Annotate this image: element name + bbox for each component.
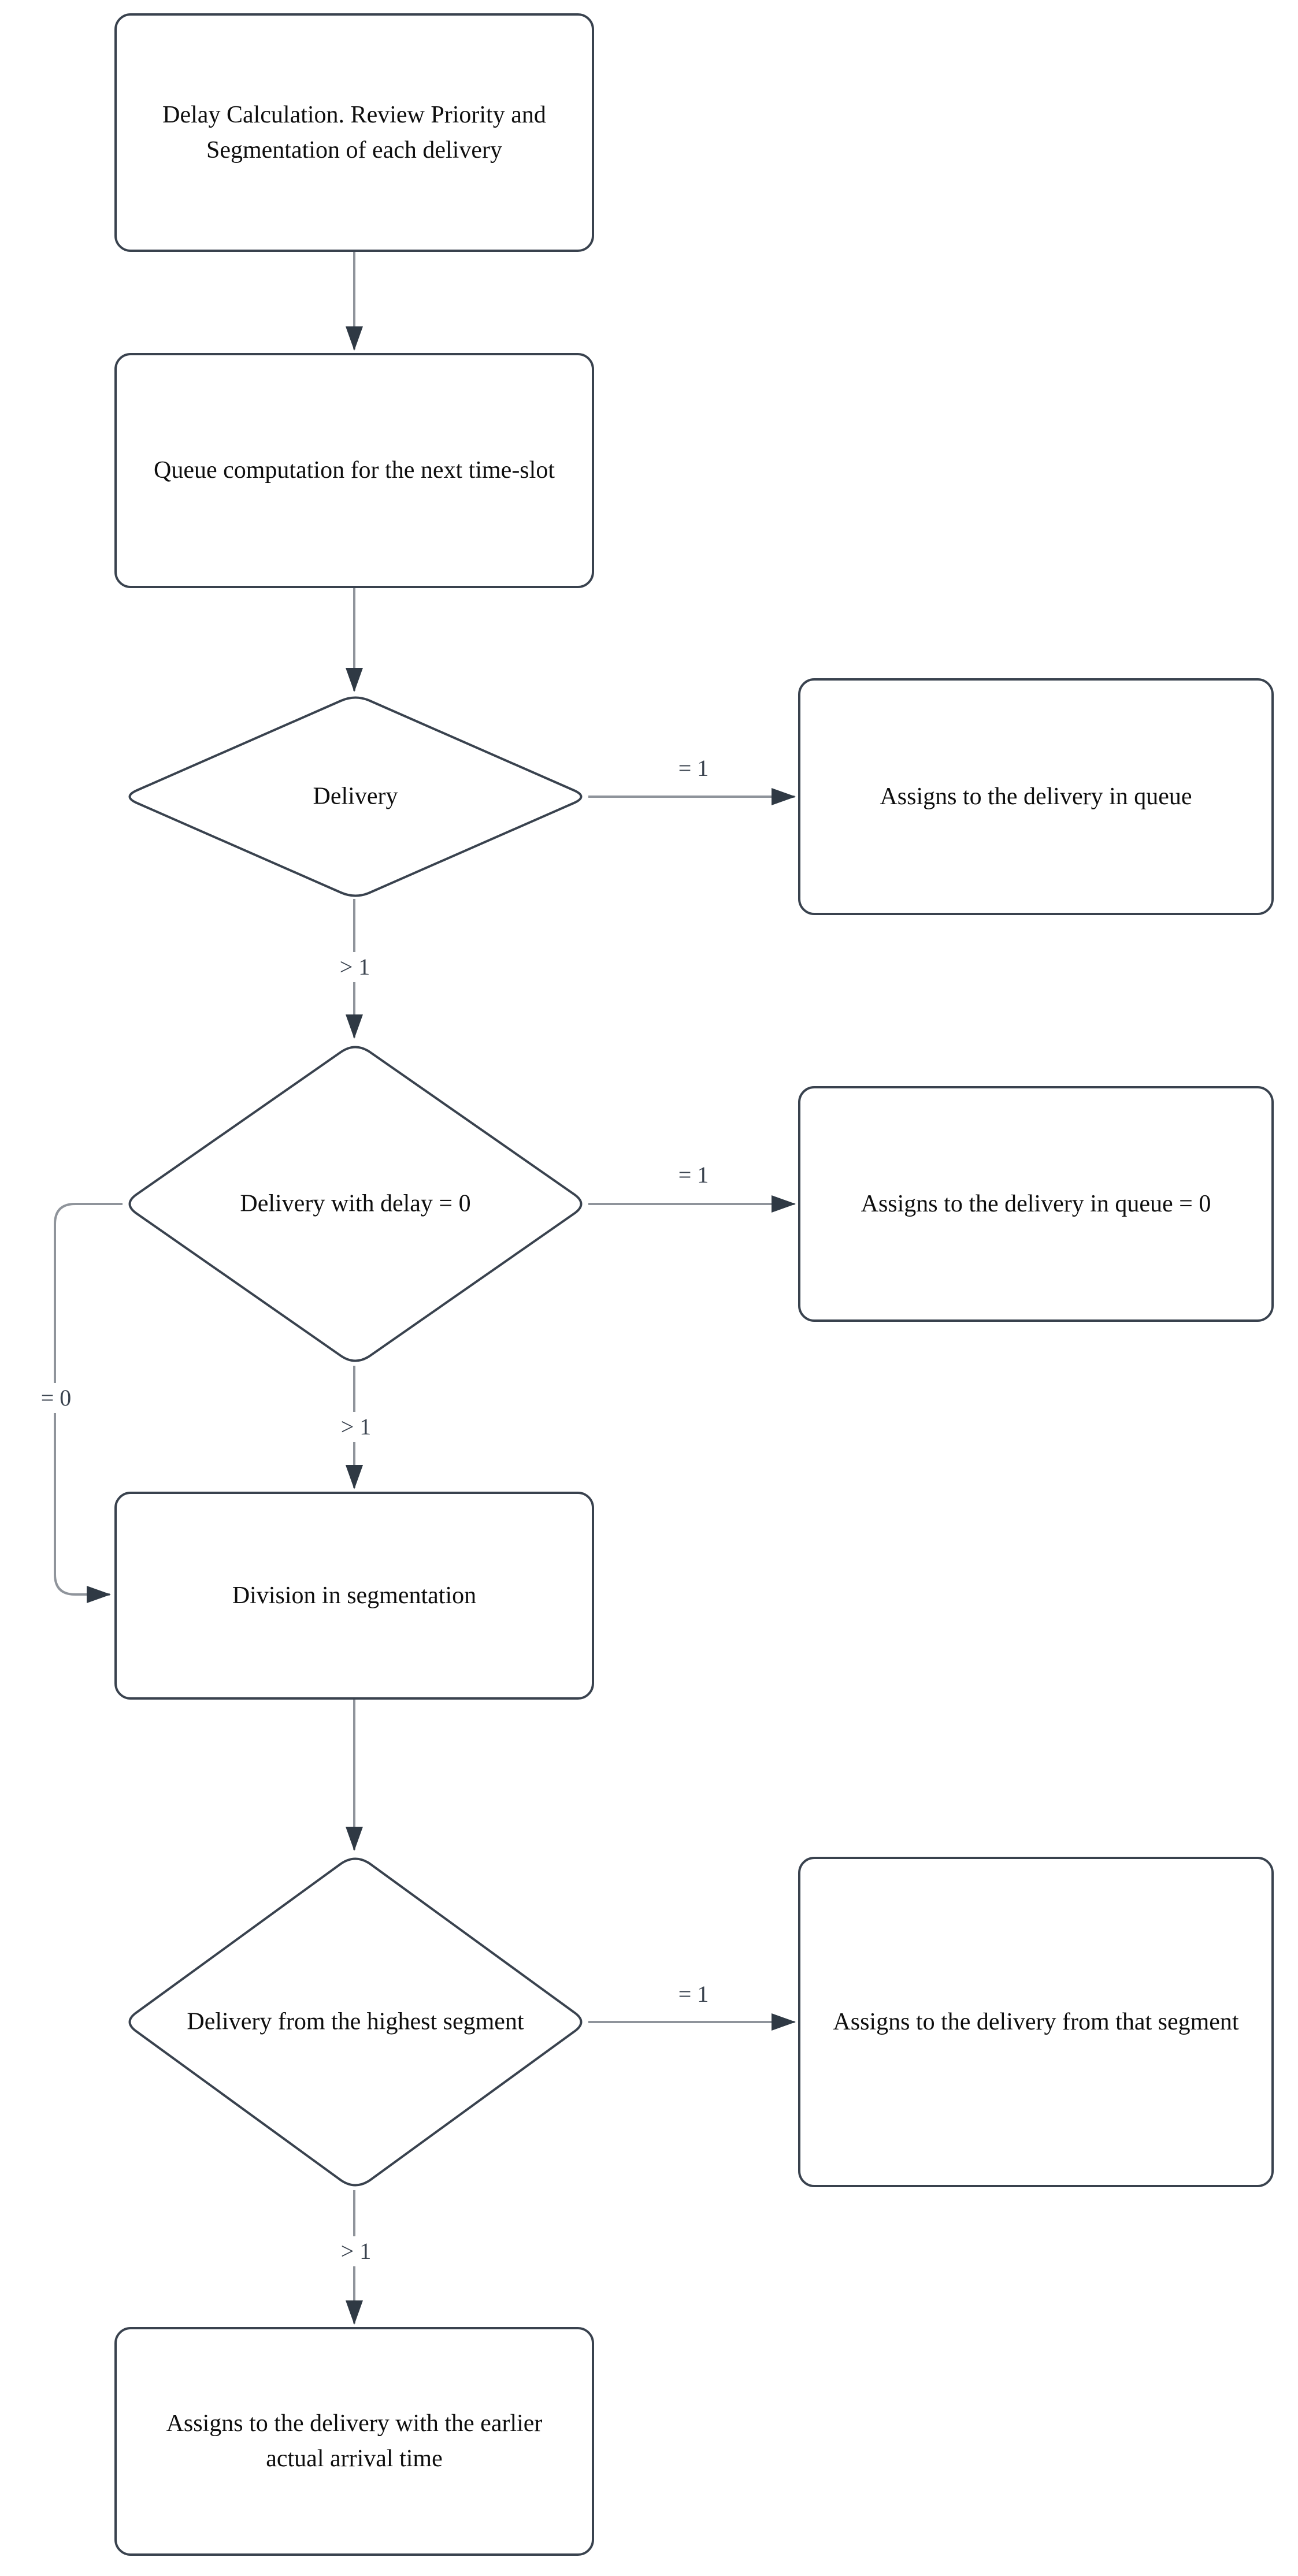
edge-label-delivery-gt1: > 1 [332, 952, 377, 982]
node-assign-queue-box: Assigns to the delivery in queue [798, 678, 1274, 915]
decision-highest-segment-label: Delivery from the highest segment [187, 2008, 524, 2035]
edge-label-delivery-eq1: = 1 [671, 753, 716, 783]
node-assign-segment-box: Assigns to the delivery from that segmen… [798, 1857, 1274, 2187]
edge-label-delay0-eq0: = 0 [34, 1383, 79, 1413]
node-queue-computation-box: Queue computation for the next time-slot [114, 353, 594, 588]
edge-label-highest-gt1: > 1 [333, 2236, 379, 2266]
decision-delivery-diamond [128, 696, 583, 897]
node-start-box: Delay Calculation. Review Priority and S… [114, 13, 594, 252]
decision-delay-zero-label: Delivery with delay = 0 [240, 1190, 471, 1217]
edge-label-highest-eq1: = 1 [671, 1979, 716, 2009]
node-assign-queue-zero-box: Assigns to the delivery in queue = 0 [798, 1086, 1274, 1322]
edge-label-delay0-gt1: > 1 [333, 1412, 379, 1442]
node-division-segmentation-box: Division in segmentation [114, 1492, 594, 1700]
decision-delay-zero-diamond [128, 1046, 583, 1362]
decision-highest-segment-diamond [128, 1857, 583, 2187]
decision-delivery-label: Delivery [313, 783, 398, 810]
node-assign-earlier-arrival-box: Assigns to the delivery with the earlier… [114, 2327, 594, 2556]
edge-label-delay0-eq1: = 1 [671, 1160, 716, 1190]
